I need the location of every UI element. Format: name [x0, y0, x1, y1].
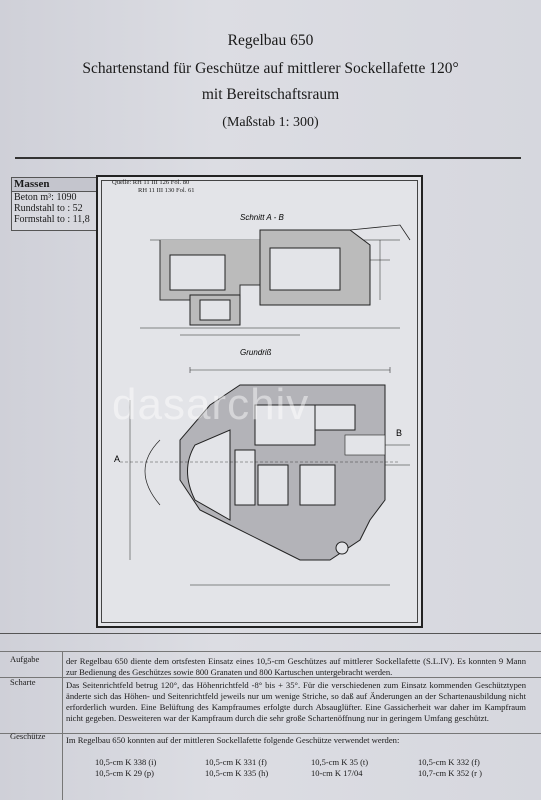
drawing-frame-inner: [101, 180, 418, 623]
section-label: Schnitt A - B: [240, 213, 285, 222]
section-divider-top: [0, 651, 541, 652]
label-column-divider: [62, 651, 63, 800]
text-aufgabe: der Regelbau 650 diente dem ortsfesten E…: [66, 656, 526, 677]
massen-row-formstahl: Formstahl to : 11,8: [14, 214, 90, 225]
massen-row-rundstahl: Rundstahl to : 52: [14, 203, 83, 214]
marker-b: B: [396, 428, 402, 438]
source-reference: Quelle: RH 11 III 126 Fol. 80 RH 11 III …: [112, 179, 194, 195]
gun-item: 10-cm K 17/04: [311, 768, 363, 778]
gun-item: 10,5-cm K 331 (f): [205, 757, 267, 767]
watermark-logo: dasarchiv: [112, 380, 310, 429]
section-divider-scharte: [0, 677, 541, 678]
label-aufgabe: Aufgabe: [10, 654, 40, 664]
bunker-drawing: Schnitt A - B Grundriß: [114, 213, 411, 586]
label-scharte: Scharte: [10, 677, 36, 687]
text-scharte: Das Seitenrichtfeld betrug 120°, das Höh…: [66, 680, 526, 723]
source-line-2: RH 11 III 130 Fol. 61: [138, 187, 195, 194]
plan-label: Grundriß: [240, 348, 272, 357]
massen-row-beton: Beton m³: 1090: [14, 192, 77, 203]
header-divider: [15, 157, 521, 159]
gun-item: 10,5-cm K 35 (t): [311, 757, 369, 767]
text-geschuetze: Im Regelbau 650 konnten auf der mittlere…: [66, 735, 400, 745]
gun-item: 10,7-cm K 352 (r ): [418, 768, 482, 778]
cross-section: [140, 224, 411, 336]
label-geschuetze: Geschütze: [10, 731, 46, 741]
floor-plan: [120, 384, 410, 586]
massen-box: Massen Beton m³: 1090 Rundstahl to : 52 …: [11, 177, 99, 231]
title-subdescription: mit Bereitschaftsraum: [201, 86, 340, 103]
gun-item: 10,5-cm K 335 (h): [205, 768, 269, 778]
title-description: Schartenstand für Geschütze auf mittlere…: [82, 60, 459, 77]
section-divider-geschuetze: [0, 733, 541, 734]
source-line-1: Quelle: RH 11 III 126 Fol. 80: [112, 179, 190, 186]
gun-item: 10,5-cm K 332 (f): [418, 757, 480, 767]
massen-title: Massen: [12, 178, 98, 192]
gun-item: 10,5-cm K 338 (i): [95, 757, 157, 767]
gun-item: 10,5-cm K 29 (p): [95, 768, 155, 778]
title-regelbau: Regelbau 650: [227, 32, 314, 49]
title-scale: (Maßstab 1: 300): [222, 115, 319, 130]
bottom-divider: [0, 633, 541, 634]
marker-a: A: [114, 454, 120, 464]
